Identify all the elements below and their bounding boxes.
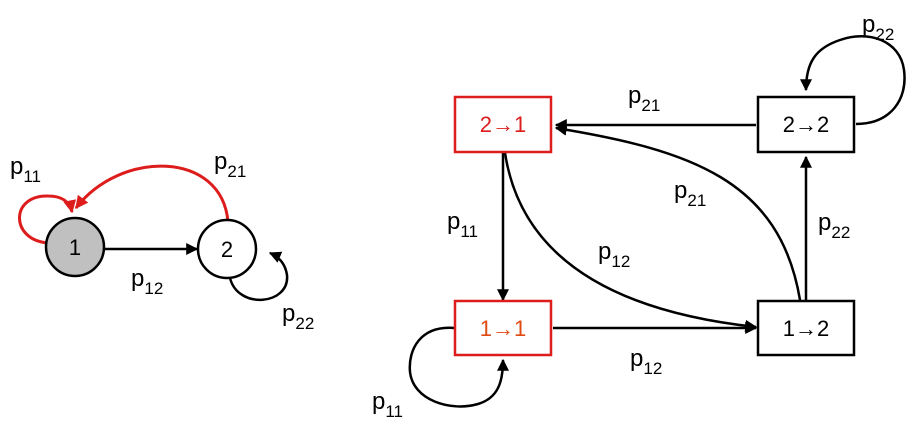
edge-p21-diag	[554, 123, 802, 301]
box-2-to-1-label: 2→1	[480, 112, 526, 137]
label-p11-left: p11	[10, 153, 41, 186]
edge-p22-loop	[800, 35, 906, 126]
box-2-to-1	[453, 95, 553, 154]
edge-p22-left-loop	[228, 251, 289, 302]
label-p12-bottom: p12	[630, 345, 662, 378]
box-2-to-2	[756, 95, 856, 154]
label-p11-vert: p11	[447, 208, 478, 241]
state-1-node	[44, 216, 106, 278]
label-p12-diag: p12	[598, 238, 630, 271]
label-p21-diag: p21	[674, 177, 706, 210]
label-p22-loop: p22	[862, 11, 894, 44]
box-2-to-2-label: 2→2	[783, 112, 829, 137]
edge-p21-left	[74, 164, 230, 223]
state-2-label: 2	[221, 237, 233, 262]
box-1-to-2	[756, 299, 856, 357]
state-2-node	[196, 218, 258, 280]
left-state-graph: 1 2 p11 p21 p12 p22	[10, 148, 314, 333]
edge-p12-diag	[503, 152, 758, 332]
box-1-to-1	[453, 299, 553, 357]
label-p12-left: p12	[131, 265, 163, 298]
label-p22-vert: p22	[818, 209, 850, 242]
label-p22-left: p22	[282, 300, 314, 333]
right-transition-graph: 2→1 2→2 1→1 1→2 p21 p22 p21 p22 p11 p12 …	[372, 11, 906, 421]
state-1-label: 1	[69, 235, 81, 260]
edge-p11-left-loop	[18, 194, 77, 245]
box-1-to-2-label: 1→2	[783, 316, 829, 341]
box-1-to-1-label: 1→1	[480, 316, 526, 341]
edge-p11-loop	[408, 326, 509, 408]
label-p11-loop: p11	[372, 388, 403, 421]
label-p21-top: p21	[628, 82, 660, 115]
label-p21-left: p21	[214, 148, 246, 181]
